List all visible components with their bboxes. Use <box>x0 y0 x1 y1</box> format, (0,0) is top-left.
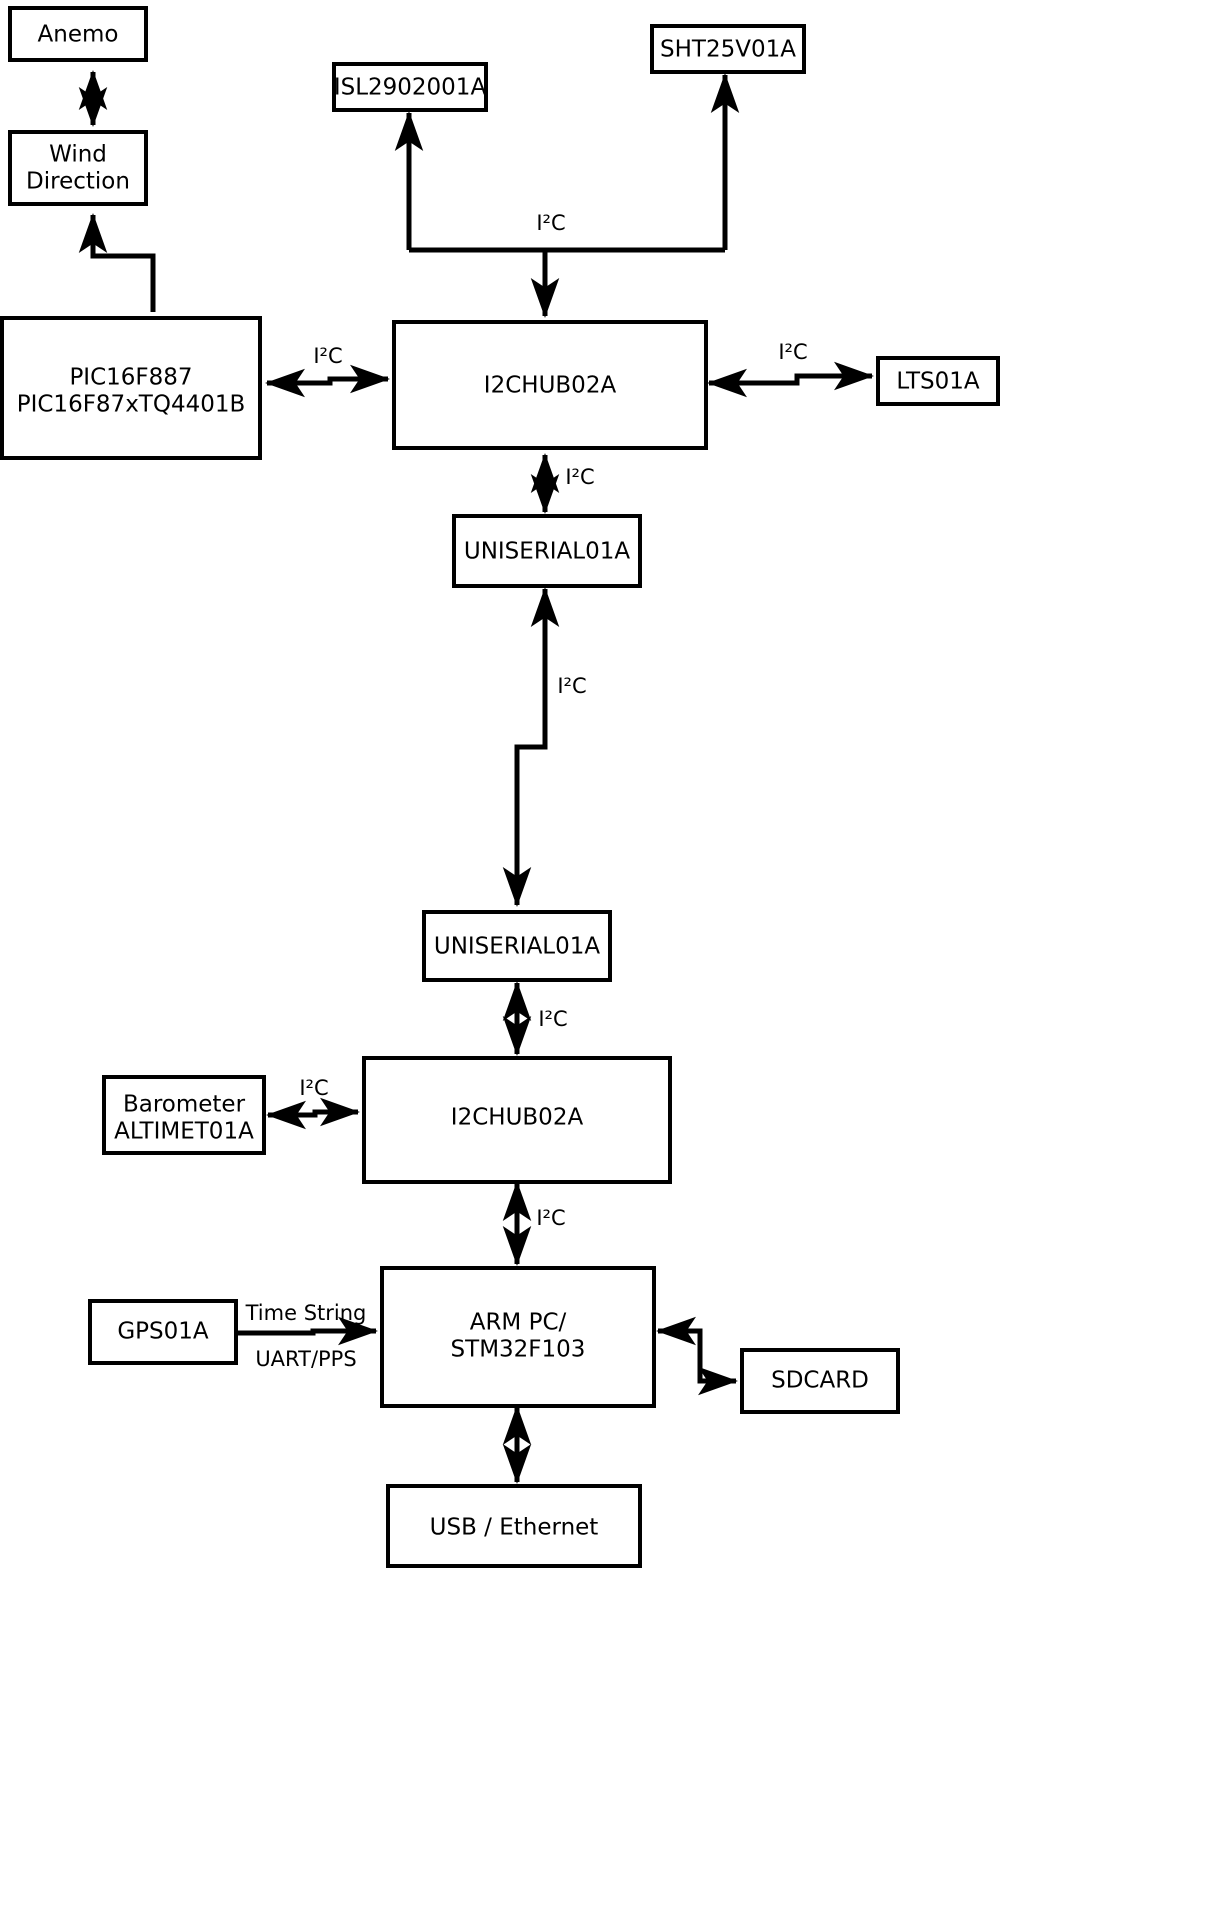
node-uniserial01a-bottom[interactable]: UNISERIAL01A <box>422 910 612 982</box>
node-pic16f887-label-line1: PIC16F887 <box>69 365 192 391</box>
node-arm-label-line1: ARM PC/ <box>470 1310 567 1336</box>
node-usb-ethernet-label: USB / Ethernet <box>430 1515 599 1541</box>
edge-gps-arm <box>238 1316 379 1346</box>
node-anemo-label: Anemo <box>38 22 119 48</box>
node-i2chub02a-top[interactable]: I2CHUB02A <box>392 320 708 450</box>
node-pic16f887-label-line2: PIC16F87xTQ4401B <box>17 392 246 418</box>
edge-pic-winddirection <box>78 212 156 312</box>
edge-label-time-string: Time String <box>245 1301 367 1325</box>
edge-uniserial-link <box>502 586 560 908</box>
node-sdcard[interactable]: SDCARD <box>740 1348 900 1414</box>
node-usb-ethernet[interactable]: USB / Ethernet <box>386 1484 642 1568</box>
node-i2chub02a-top-label: I2CHUB02A <box>484 373 617 399</box>
node-barometer-label-line2: ALTIMET01A <box>114 1119 254 1145</box>
edge-label-i2c-hub-uniserial: I²C <box>565 465 594 489</box>
node-uniserial01a-top-label: UNISERIAL01A <box>464 539 631 565</box>
edge-barometer-hub-bot <box>265 1097 361 1130</box>
node-isl2902001a[interactable]: ISL2902001A <box>332 62 488 112</box>
node-arm-pc-stm32f103[interactable]: ARM PC/ STM32F103 <box>380 1266 656 1408</box>
node-uniserial01a-top[interactable]: UNISERIAL01A <box>452 514 642 588</box>
node-lts01a-label: LTS01A <box>896 369 980 395</box>
edge-pic-hub-top <box>264 364 391 398</box>
node-i2chub02a-bottom[interactable]: I2CHUB02A <box>362 1056 672 1184</box>
node-gps01a[interactable]: GPS01A <box>88 1299 238 1365</box>
node-lts01a[interactable]: LTS01A <box>876 356 1000 406</box>
node-sht25v01a[interactable]: SHT25V01A <box>650 24 806 74</box>
edge-label-i2c-hub-lts: I²C <box>778 340 807 364</box>
node-anemo[interactable]: Anemo <box>8 6 148 62</box>
edge-label-i2c-pic-hub: I²C <box>313 344 342 368</box>
node-i2chub02a-bottom-label: I2CHUB02A <box>451 1105 584 1131</box>
node-pic16f887[interactable]: PIC16F887 PIC16F87xTQ4401B <box>0 316 262 460</box>
node-wind-direction[interactable]: Wind Direction <box>8 130 148 206</box>
node-isl2902001a-label: ISL2902001A <box>334 75 487 101</box>
node-gps01a-label: GPS01A <box>117 1319 209 1345</box>
node-barometer-altimet01a[interactable]: Barometer ALTIMET01A <box>102 1075 266 1155</box>
node-wind-direction-label-line1: Wind <box>49 142 107 168</box>
edge-label-i2c-bus-top: I²C <box>536 211 565 235</box>
edge-hub-top-lts <box>706 361 875 398</box>
edge-i2c-bus-top <box>394 72 740 319</box>
node-sdcard-label: SDCARD <box>771 1368 869 1394</box>
edge-label-i2c-uniserial-hub2: I²C <box>538 1007 567 1031</box>
node-uniserial01a-bottom-label: UNISERIAL01A <box>434 934 601 960</box>
node-barometer-label-line1: Barometer <box>123 1092 246 1118</box>
edge-label-uart-pps: UART/PPS <box>255 1347 356 1371</box>
edge-label-i2c-uniserial-link: I²C <box>557 674 586 698</box>
node-sht25v01a-label: SHT25V01A <box>660 37 796 63</box>
node-wind-direction-label-line2: Direction <box>26 169 130 195</box>
edge-label-i2c-baro-hub2: I²C <box>299 1076 328 1100</box>
node-arm-label-line2: STM32F103 <box>451 1337 586 1363</box>
edge-label-i2c-hub2-arm: I²C <box>536 1206 565 1230</box>
edge-arm-sdcard <box>655 1316 739 1396</box>
